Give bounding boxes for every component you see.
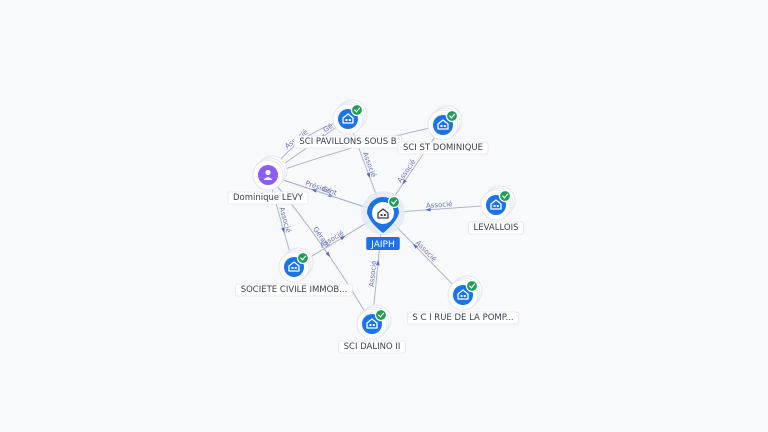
building-icon <box>490 199 502 210</box>
edge-arrow <box>366 172 371 179</box>
node-label-bg <box>227 191 309 205</box>
edge-arrow <box>339 235 346 241</box>
node-dominique-levy[interactable]: Dominique LEVY <box>227 155 309 205</box>
center-label-bg <box>366 237 400 250</box>
building-icon <box>437 119 449 130</box>
verified-check-icon <box>465 279 479 293</box>
node-label-bg <box>406 311 520 325</box>
node-sci-pavillons-sous-b[interactable]: SCI PAVILLONS SOUS B <box>293 99 403 149</box>
center-label: JAIPH <box>370 240 395 250</box>
node-label-bg <box>235 283 353 297</box>
edge-label: Associé <box>368 260 379 287</box>
edge-arrow <box>376 259 380 266</box>
nodes-layer: Dominique LEVY SCI PAVILLONS SOUS B SCI ST… <box>227 99 524 354</box>
building-icon <box>377 208 389 219</box>
verified-check-icon <box>445 109 459 123</box>
edge-arrow <box>425 207 431 212</box>
edge-label: Associé <box>426 200 453 210</box>
node-sci-st-dominique[interactable]: SCI ST DOMINIQUE <box>397 105 489 155</box>
node-label: LEVALLOIS <box>474 223 519 233</box>
node-label: Dominique LEVY <box>233 193 304 203</box>
node-label: SCI PAVILLONS SOUS B <box>299 137 396 147</box>
node-label: SCI DALINO II <box>344 342 401 352</box>
node-label-bg <box>338 340 406 354</box>
edge-arrow <box>412 243 418 249</box>
edge-arrow <box>311 189 317 193</box>
verified-check-icon <box>374 308 388 322</box>
person-icon <box>263 169 273 180</box>
building-icon <box>457 289 469 300</box>
edge-label: Associé <box>414 239 438 264</box>
center-node-jaiph[interactable]: JAIPH <box>361 191 405 250</box>
verified-check-icon <box>387 195 401 209</box>
edge-arrow <box>402 179 407 185</box>
node-label: S C I RUE DE LA POMP... <box>412 313 513 323</box>
verified-check-icon <box>498 189 512 203</box>
node-societe-civile-immob[interactable]: SOCIETE CIVILE IMMOB... <box>235 247 353 297</box>
node-label: SOCIETE CIVILE IMMOB... <box>241 285 348 295</box>
node-label-bg <box>397 141 489 155</box>
node-label: SCI ST DOMINIQUE <box>403 143 483 153</box>
node-sci-dalino-ii[interactable]: SCI DALINO II <box>338 304 406 354</box>
building-icon <box>366 318 378 329</box>
edge-label: Gé <box>321 185 333 196</box>
node-levallois[interactable]: LEVALLOIS <box>468 185 524 235</box>
edge-label: Associé <box>396 158 418 184</box>
verified-check-icon <box>296 251 310 265</box>
edge-arrow <box>281 227 285 234</box>
edge-arrow <box>325 251 331 258</box>
node-label-bg <box>468 221 524 235</box>
building-icon <box>288 261 300 272</box>
center-pin-inner <box>372 202 394 224</box>
edge-label: Associé <box>277 206 292 234</box>
verified-check-icon <box>350 103 364 117</box>
node-s-c-i-rue-de-la-pomp[interactable]: S C I RUE DE LA POMP... <box>406 275 520 325</box>
building-icon <box>342 113 354 124</box>
